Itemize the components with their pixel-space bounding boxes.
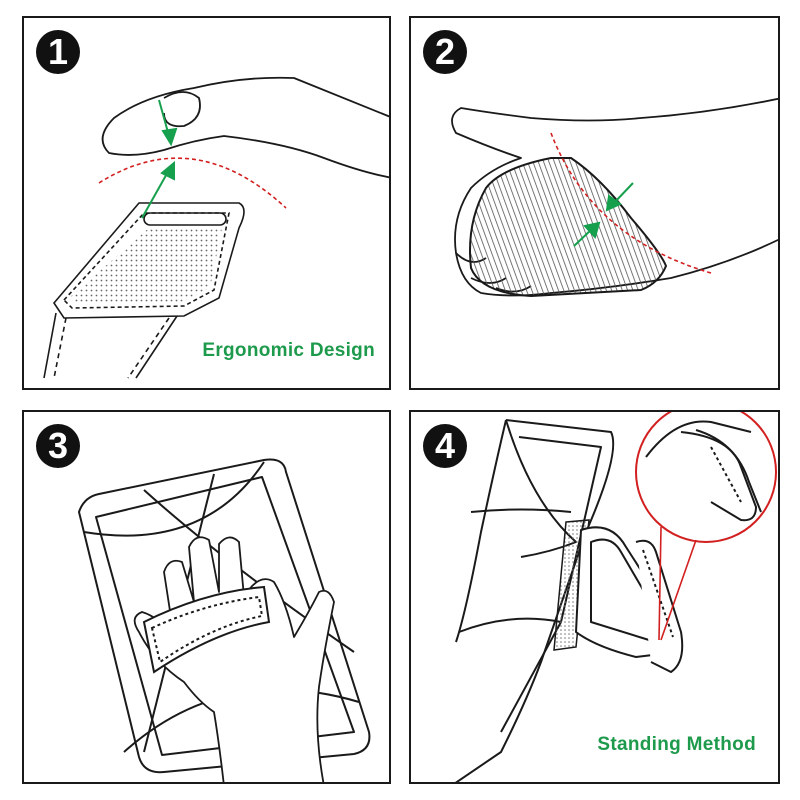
strap-hand-illustration [24, 18, 391, 390]
standing-method-illustration [411, 412, 780, 784]
panel-ergonomic-design: 1 Ergonomic Design [22, 16, 391, 390]
hand-grip-illustration [411, 18, 780, 390]
step-number-badge: 3 [36, 424, 80, 468]
tablet-hand-illustration [24, 412, 391, 784]
step-number-badge: 2 [423, 30, 467, 74]
step-number-badge: 1 [36, 30, 80, 74]
strap-stand [576, 527, 682, 672]
panel-standing-method: 4 Standing Method [409, 410, 780, 784]
panel-hand-grip: 2 [409, 16, 780, 390]
caption-ergonomic-design: Ergonomic Design [202, 340, 375, 362]
caption-standing-method: Standing Method [597, 734, 756, 756]
panel-tablet-holding: 3 [22, 410, 391, 784]
ergonomic-curve [99, 158, 286, 208]
step-number-badge: 4 [423, 424, 467, 468]
